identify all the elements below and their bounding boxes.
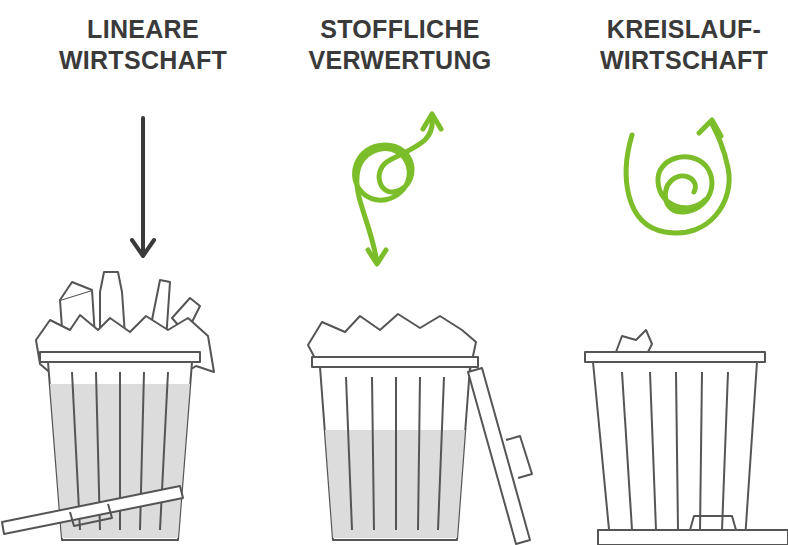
- illustration-part: [506, 436, 532, 478]
- illustration-part: [160, 372, 168, 530]
- half-trash-can: [308, 314, 532, 544]
- illustration-part: [585, 352, 765, 362]
- full-trash-can: [2, 272, 214, 540]
- illustration-part: [320, 367, 470, 540]
- illustration-part: [438, 377, 444, 530]
- illustration-part: [676, 372, 678, 530]
- illustration-part: [70, 504, 112, 526]
- illustration-part: [355, 116, 433, 262]
- illustration-part: [368, 250, 386, 264]
- circular-spiral: [626, 120, 729, 233]
- illustration-part: [395, 377, 397, 530]
- illustration-part: [700, 372, 702, 530]
- illustration-part: [60, 282, 92, 300]
- illustration-part: [650, 372, 656, 530]
- recycling-swirl: [355, 114, 441, 264]
- illustration-part: [40, 352, 200, 362]
- illustration-part: [658, 157, 712, 212]
- illustration-part: [132, 240, 154, 256]
- illustration-part: [722, 372, 728, 530]
- illustration-part: [593, 362, 757, 540]
- illustration-part: [690, 516, 736, 530]
- illustration-part: [598, 530, 788, 545]
- illustration-part: [418, 377, 420, 530]
- illustration-part: [622, 372, 632, 530]
- illustration-part: [346, 377, 352, 530]
- illustration-part: [2, 486, 183, 534]
- illustration-part: [423, 114, 441, 129]
- illustration-part: [616, 330, 652, 352]
- column-heading: LINEARE WIRTSCHAFT: [23, 14, 263, 76]
- column-heading: STOFFLICHE VERWERTUNG: [280, 14, 520, 76]
- column-heading: KREISLAUF- WIRTSCHAFT: [586, 14, 782, 76]
- illustration-part: [468, 368, 530, 544]
- illustration-part: [141, 118, 145, 252]
- linear-arrow: [132, 118, 154, 256]
- illustration-part: [48, 362, 192, 540]
- empty-trash-can: [585, 330, 788, 545]
- illustration-part: [699, 120, 721, 136]
- illustration-part: [626, 124, 729, 233]
- illustration-part: [312, 357, 478, 367]
- illustration-part: [372, 377, 374, 530]
